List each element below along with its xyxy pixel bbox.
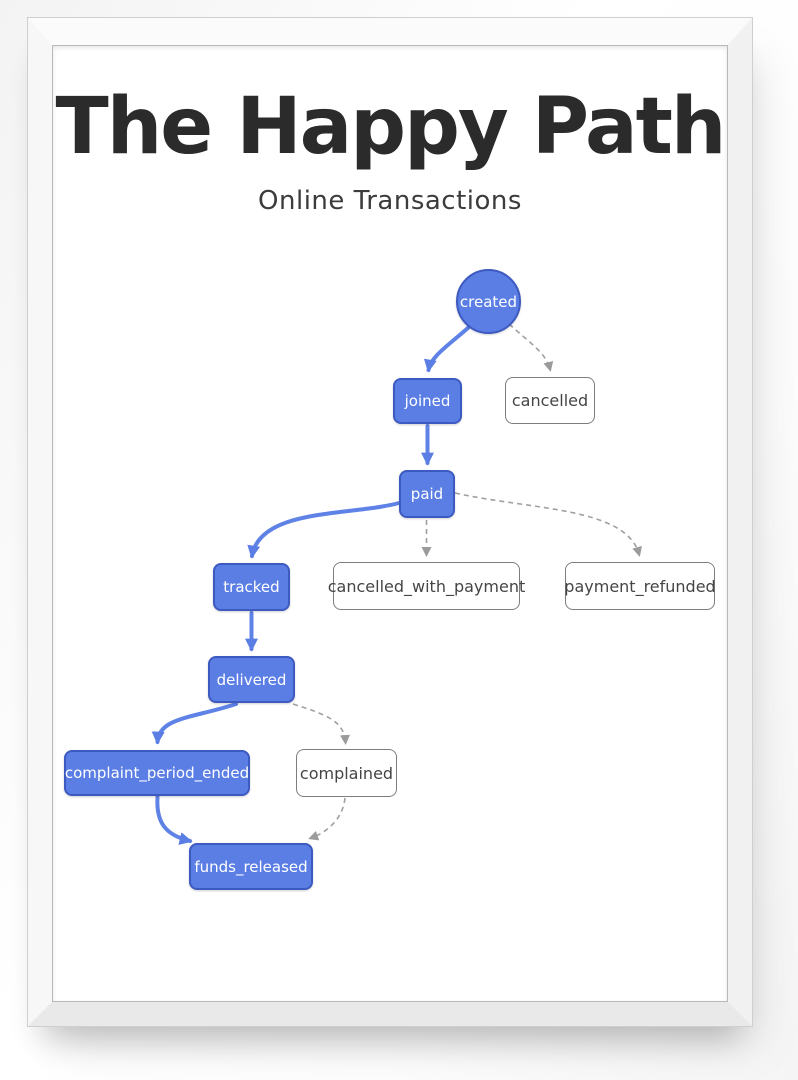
edge-paid-payment_refunded	[454, 492, 642, 557]
node-tracked: tracked	[213, 563, 290, 611]
node-cancelled-label: cancelled	[511, 391, 589, 410]
node-tracked-label: tracked	[223, 578, 280, 596]
poster-subtitle: Online Transactions	[258, 186, 522, 216]
node-joined: joined	[393, 378, 462, 424]
node-payment_refunded: payment_refunded	[564, 562, 716, 610]
edge-complaint_period_ended-funds_released	[155, 795, 193, 845]
node-joined-label: joined	[404, 392, 451, 410]
node-complained-label: complained	[299, 763, 394, 783]
node-funds_released-label: funds_released	[194, 857, 308, 876]
edge-delivered-complaint_period_ended	[151, 702, 238, 745]
state-diagram-edges	[151, 323, 642, 845]
node-created: created	[456, 269, 521, 334]
edge-delivered-complained	[292, 703, 351, 745]
node-cancelled: cancelled	[505, 377, 595, 424]
edge-paid-tracked	[247, 501, 401, 559]
node-cancelled_with_payment-label: cancelled_with_payment	[327, 576, 526, 596]
node-complaint_period_ended: complaint_period_ended	[64, 750, 250, 796]
poster-title: The Happy Path	[55, 82, 727, 172]
poster: The Happy Path Online Transactions	[53, 46, 727, 1001]
node-paid-label: paid	[410, 485, 444, 503]
node-delivered: delivered	[208, 656, 295, 703]
node-created-label: created	[459, 292, 518, 311]
edge-complained-funds_released	[308, 797, 346, 841]
node-paid: paid	[399, 470, 455, 518]
node-payment_refunded-label: payment_refunded	[564, 576, 716, 596]
node-funds_released: funds_released	[189, 843, 313, 890]
node-complaint_period_ended-label: complaint_period_ended	[64, 764, 250, 782]
edge-created-cancelled	[508, 323, 554, 372]
node-complained: complained	[296, 749, 397, 797]
edge-created-joined	[423, 325, 471, 373]
node-cancelled_with_payment: cancelled_with_payment	[328, 562, 525, 610]
node-delivered-label: delivered	[216, 670, 287, 689]
picture-frame: The Happy Path Online Transactions	[28, 18, 752, 1026]
